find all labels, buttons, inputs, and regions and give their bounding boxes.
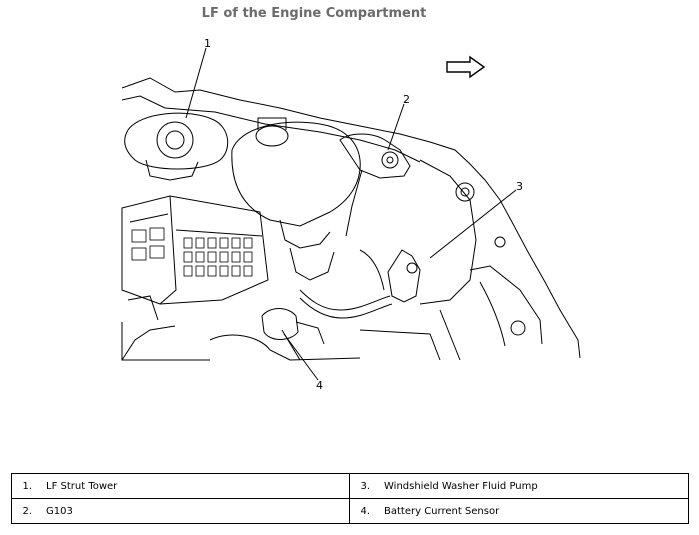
- legend-cell: 3. Windshield Washer Fluid Pump: [349, 473, 689, 499]
- direction-arrow-right-icon: [446, 55, 486, 79]
- legend-number: 4.: [360, 505, 370, 517]
- callout-legend-table: 1. LF Strut Tower 3. Windshield Washer Flu…: [11, 473, 689, 524]
- legend-label: Battery Current Sensor: [384, 505, 500, 517]
- table-row: 1. LF Strut Tower 3. Windshield Washer Flu…: [11, 473, 689, 499]
- legend-label: LF Strut Tower: [46, 480, 118, 492]
- engine-compartment-diagram: 1 2 3 4: [121, 37, 581, 392]
- legend-cell: 4. Battery Current Sensor: [349, 498, 689, 524]
- legend-cell: 1. LF Strut Tower: [11, 473, 350, 499]
- callout-4: 4: [316, 379, 323, 392]
- legend-number: 1.: [22, 480, 32, 492]
- callout-2: 2: [403, 93, 410, 106]
- callout-3: 3: [516, 180, 523, 193]
- legend-number: 3.: [360, 480, 370, 492]
- table-row: 2. G103 4. Battery Current Sensor: [11, 498, 689, 524]
- legend-label: Windshield Washer Fluid Pump: [384, 480, 538, 492]
- legend-number: 2.: [22, 505, 32, 517]
- legend-cell: 2. G103: [11, 498, 350, 524]
- legend-label: G103: [46, 505, 73, 517]
- page-title: LF of the Engine Compartment: [201, 6, 427, 21]
- callout-1: 1: [204, 37, 211, 50]
